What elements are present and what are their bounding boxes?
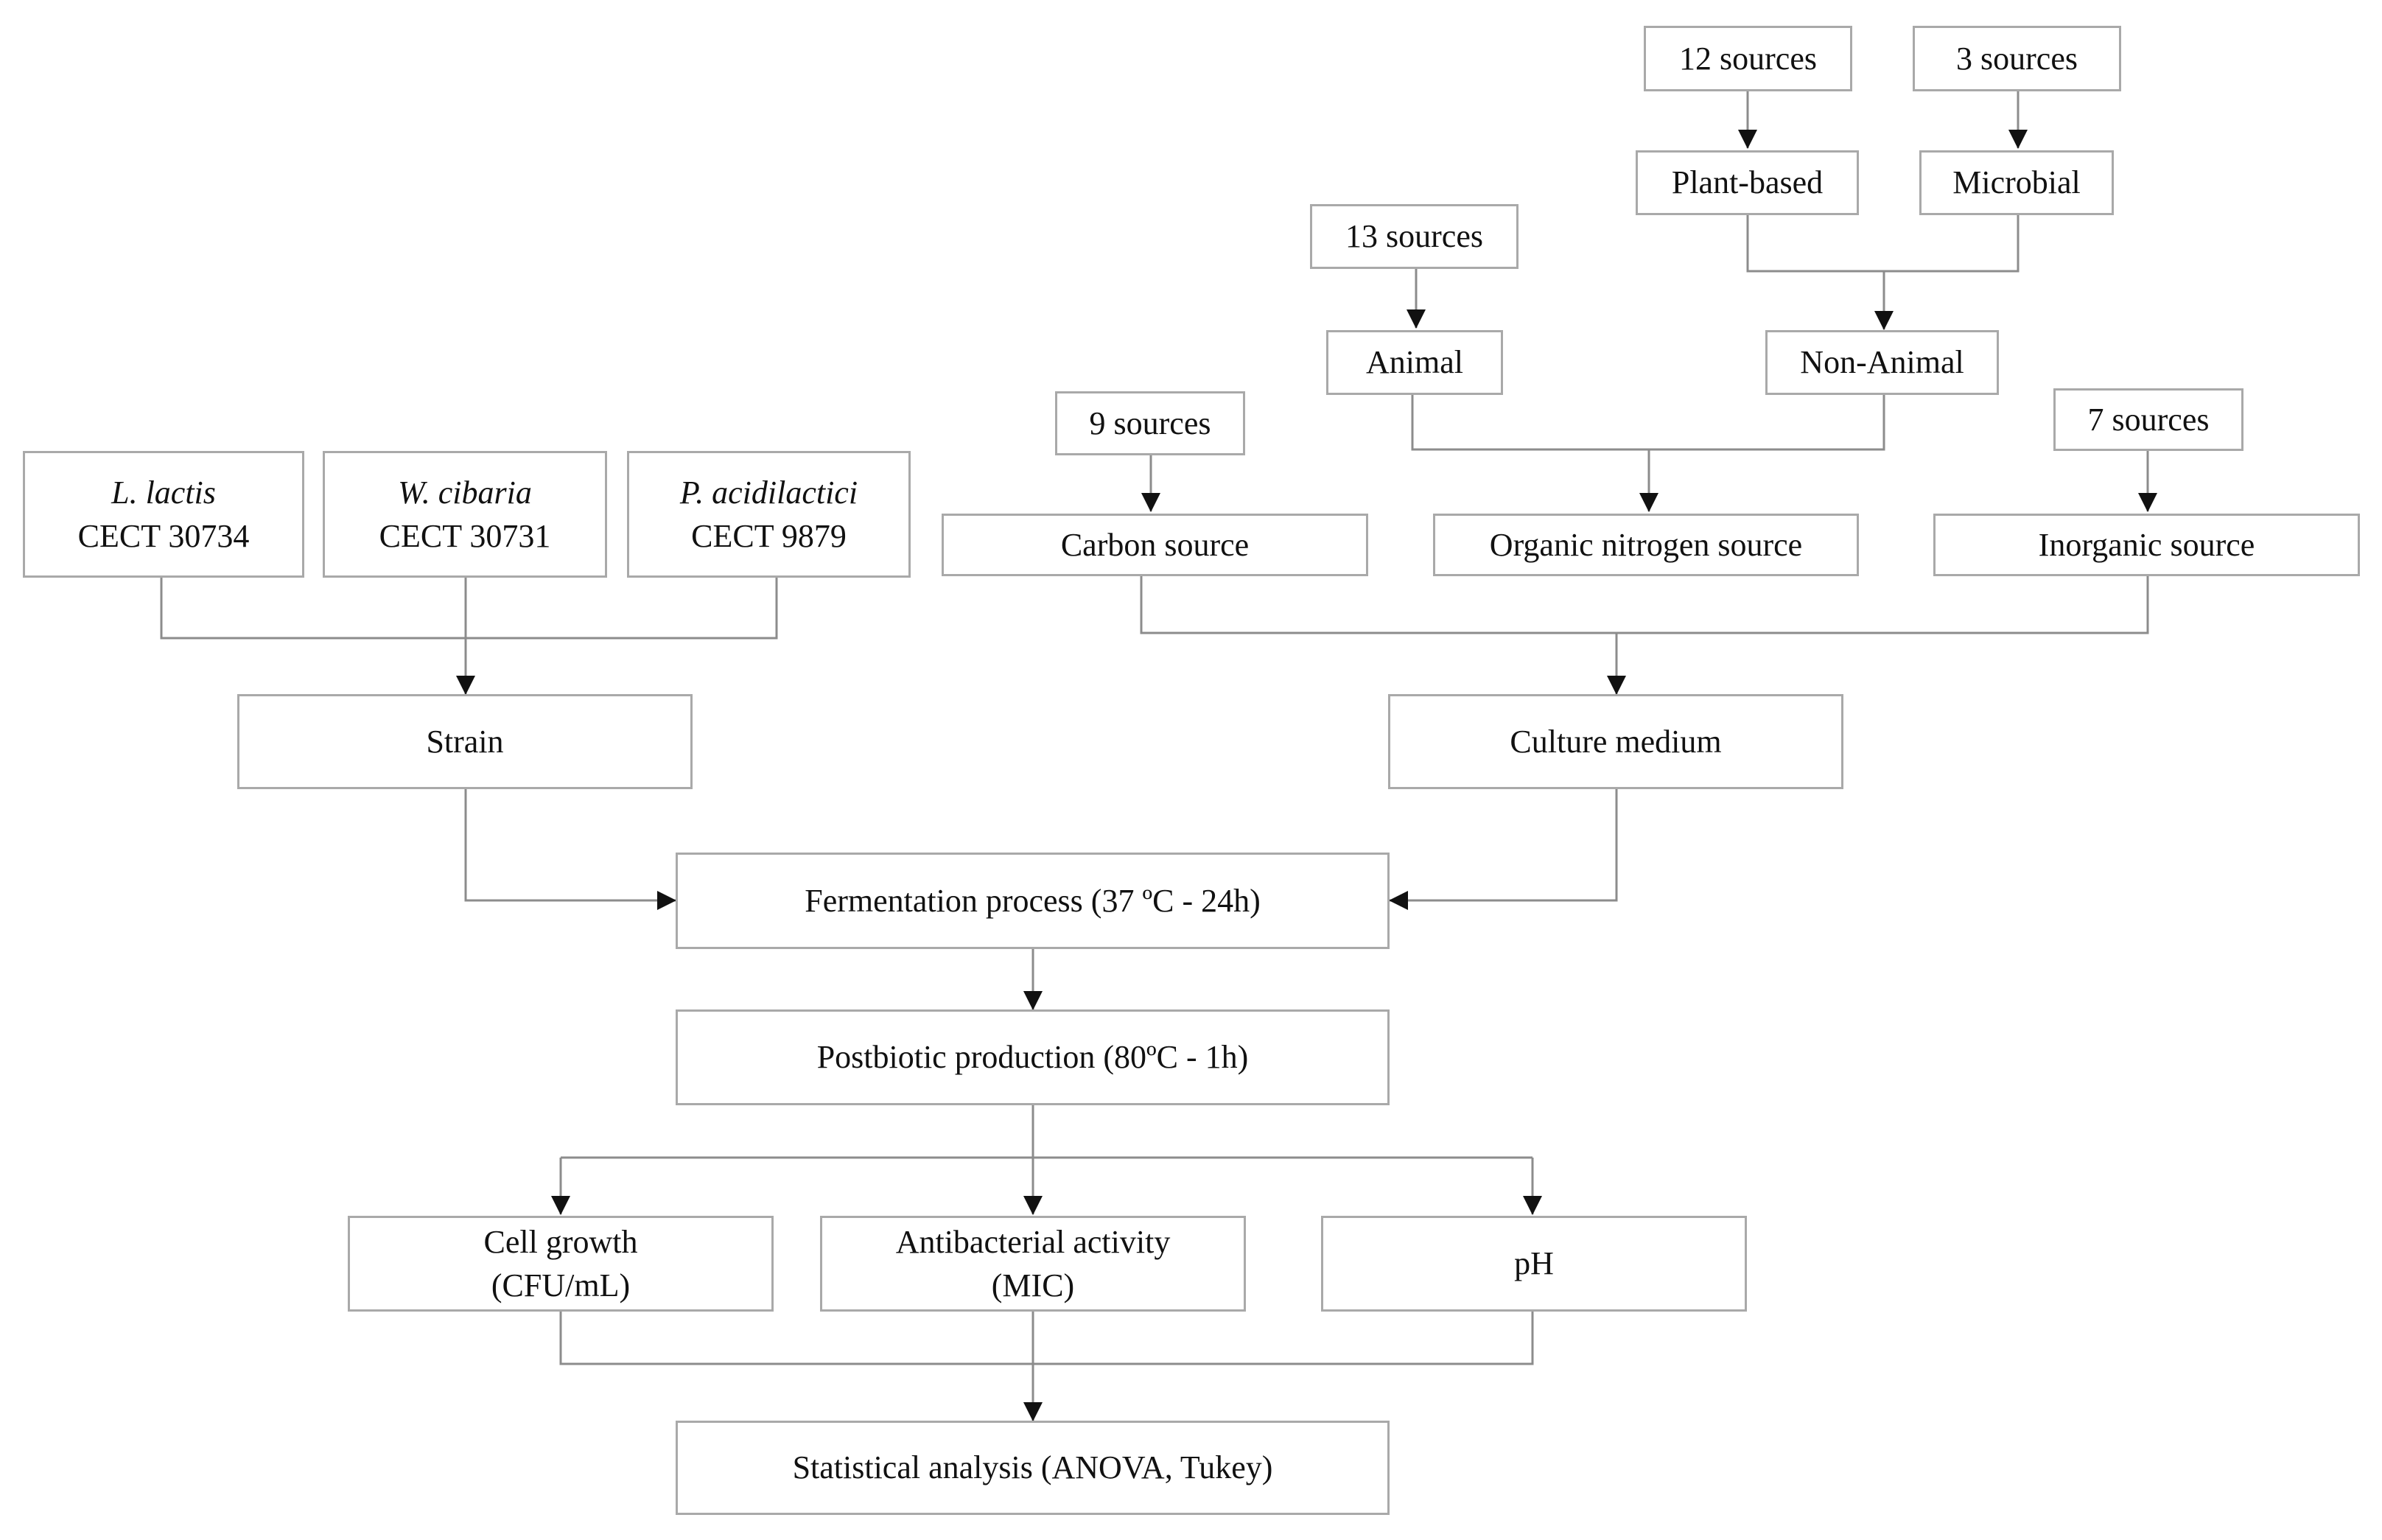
sources-13-box: 13 sources — [1310, 204, 1518, 269]
sources-7-box: 7 sources — [2053, 388, 2243, 451]
strain-lactis-box: L. lactis CECT 30734 — [23, 451, 304, 578]
connector-outcomes — [559, 1312, 1534, 1365]
antibacterial-label: Antibacterial activity — [895, 1223, 1171, 1260]
strain-lactis-code: CECT 30734 — [77, 518, 250, 554]
postbiotic-box: Postbiotic production (80ºC - 1h) — [676, 1009, 1390, 1105]
strain-acidilactici-name: P. acidilactici — [679, 474, 858, 511]
organic-nitrogen-box: Organic nitrogen source — [1433, 514, 1859, 576]
antibacterial-box: Antibacterial activity (MIC) — [820, 1216, 1246, 1312]
cell-growth-box: Cell growth (CFU/mL) — [348, 1216, 774, 1312]
strain-cibaria-box: W. cibaria CECT 30731 — [323, 451, 607, 578]
inorganic-source-box: Inorganic source — [1933, 514, 2360, 576]
ph-box: pH — [1321, 1216, 1747, 1312]
connector-animal-nonanimal — [1411, 395, 1885, 451]
animal-box: Animal — [1326, 330, 1503, 395]
culture-medium-box: Culture medium — [1388, 694, 1843, 789]
strain-acidilactici-code: CECT 9879 — [691, 518, 847, 554]
connector-plant-microbial — [1746, 215, 2020, 273]
non-animal-box: Non-Animal — [1765, 330, 1999, 395]
arrow-culture-to-fermentation — [1389, 789, 1618, 910]
strain-acidilactici-box: P. acidilactici CECT 9879 — [627, 451, 911, 578]
cell-growth-label: Cell growth — [483, 1223, 638, 1260]
carbon-source-box: Carbon source — [942, 514, 1368, 576]
statistical-analysis-box: Statistical analysis (ANOVA, Tukey) — [676, 1421, 1390, 1515]
sources-9-box: 9 sources — [1055, 391, 1245, 455]
strain-box: Strain — [237, 694, 693, 789]
strain-cibaria-code: CECT 30731 — [379, 518, 551, 554]
microbial-box: Microbial — [1919, 150, 2114, 215]
sources-12-box: 12 sources — [1644, 26, 1852, 91]
antibacterial-unit: (MIC) — [991, 1267, 1075, 1303]
strain-lactis-name: L. lactis — [111, 474, 216, 511]
fermentation-box: Fermentation process (37 ºC - 24h) — [676, 853, 1390, 949]
connector-strains — [160, 578, 778, 640]
strain-cibaria-name: W. cibaria — [398, 474, 532, 511]
sources-3-box: 3 sources — [1913, 26, 2121, 91]
connector-sources — [1140, 576, 2149, 634]
cell-growth-unit: (CFU/mL) — [491, 1267, 631, 1303]
arrow-strain-to-fermentation — [464, 789, 676, 910]
plant-based-box: Plant-based — [1636, 150, 1859, 215]
